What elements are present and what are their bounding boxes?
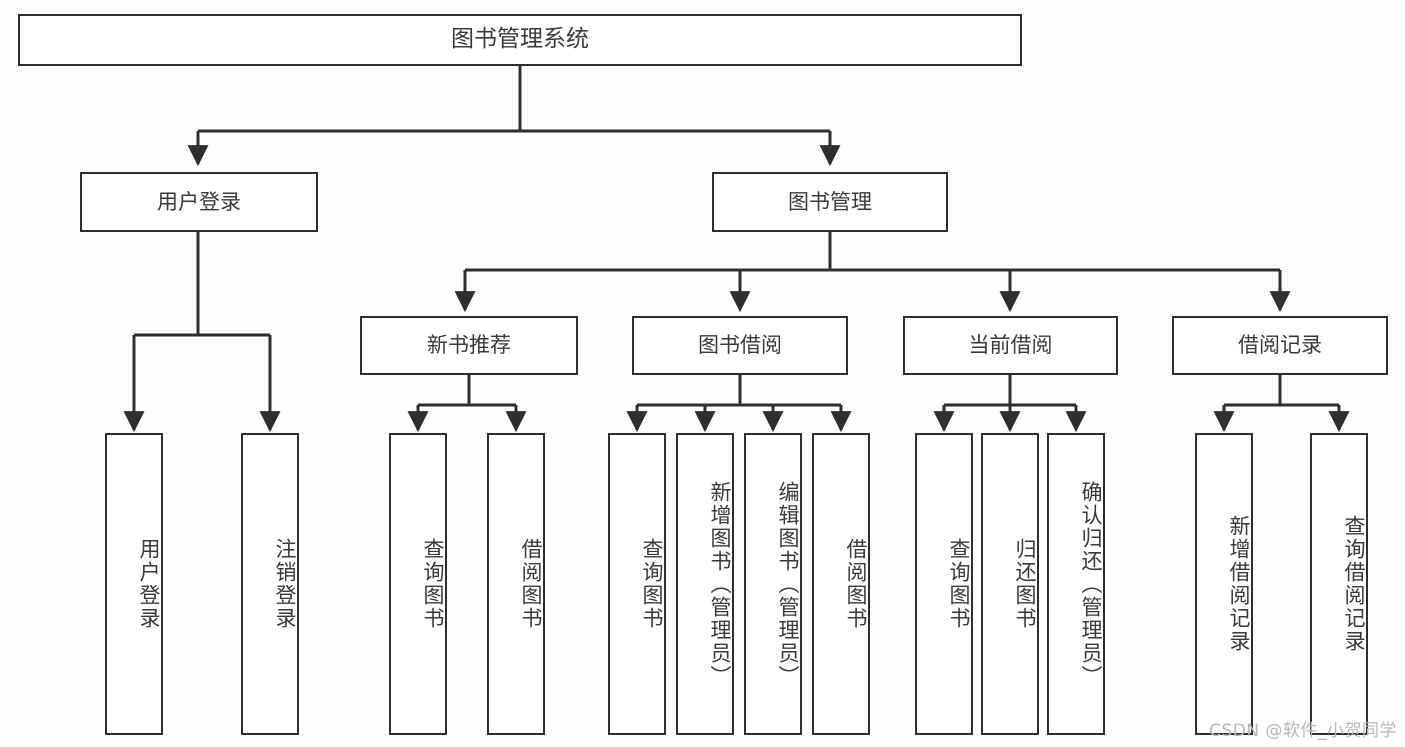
leaf-recommend-query-book[interactable]: 查询图书 bbox=[389, 433, 447, 735]
node-book-management[interactable]: 图书管理 bbox=[712, 172, 948, 232]
leaf-current-confirm-return[interactable]: 确认归还（管理员） bbox=[1047, 433, 1105, 735]
node-label: 借阅图书 bbox=[844, 538, 868, 630]
node-label: 新书推荐 bbox=[427, 333, 511, 358]
node-label: 图书管理 bbox=[788, 189, 872, 214]
node-user-login[interactable]: 用户登录 bbox=[80, 172, 318, 232]
node-label: 用户登录 bbox=[157, 189, 241, 214]
node-label: 当前借阅 bbox=[968, 333, 1053, 358]
node-new-book-recommend[interactable]: 新书推荐 bbox=[360, 316, 578, 375]
node-label: 确认归还（管理员） bbox=[1079, 480, 1103, 688]
leaf-user-login-login[interactable]: 用户登录 bbox=[105, 433, 163, 735]
leaf-borrow-borrow-book[interactable]: 借阅图书 bbox=[812, 433, 870, 735]
node-label: 查询图书 bbox=[421, 538, 445, 630]
leaf-recommend-borrow-book[interactable]: 借阅图书 bbox=[487, 433, 545, 735]
leaf-borrow-edit-book[interactable]: 编辑图书（管理员） bbox=[744, 433, 802, 735]
node-label: 新增图书（管理员） bbox=[708, 480, 732, 688]
leaf-user-login-logout[interactable]: 注销登录 bbox=[241, 433, 299, 735]
node-label: 图书借阅 bbox=[698, 333, 782, 358]
node-label: 编辑图书（管理员） bbox=[776, 480, 800, 688]
node-borrow-record[interactable]: 借阅记录 bbox=[1172, 316, 1388, 375]
leaf-record-query-record[interactable]: 查询借阅记录 bbox=[1310, 433, 1368, 735]
node-label: 用户登录 bbox=[137, 538, 161, 630]
node-root-system[interactable]: 图书管理系统 bbox=[18, 14, 1022, 66]
node-label: 归还图书 bbox=[1013, 538, 1037, 630]
node-label: 查询借阅记录 bbox=[1342, 515, 1366, 653]
node-label: 查询图书 bbox=[947, 538, 971, 630]
node-label: 新增借阅记录 bbox=[1227, 515, 1251, 653]
node-current-borrow[interactable]: 当前借阅 bbox=[903, 316, 1118, 375]
leaf-current-query-book[interactable]: 查询图书 bbox=[915, 433, 973, 735]
node-label: 借阅记录 bbox=[1238, 333, 1322, 358]
node-label: 查询图书 bbox=[640, 538, 664, 630]
node-label: 注销登录 bbox=[273, 538, 297, 630]
leaf-borrow-add-book[interactable]: 新增图书（管理员） bbox=[676, 433, 734, 735]
leaf-current-return-book[interactable]: 归还图书 bbox=[981, 433, 1039, 735]
node-label: 借阅图书 bbox=[519, 538, 543, 630]
leaf-record-add-record[interactable]: 新增借阅记录 bbox=[1195, 433, 1253, 735]
node-label: 图书管理系统 bbox=[451, 26, 589, 53]
node-book-borrow[interactable]: 图书借阅 bbox=[632, 316, 848, 375]
leaf-borrow-query-book[interactable]: 查询图书 bbox=[608, 433, 666, 735]
watermark-text: CSDN @软件_小贺同学 bbox=[1209, 721, 1397, 741]
